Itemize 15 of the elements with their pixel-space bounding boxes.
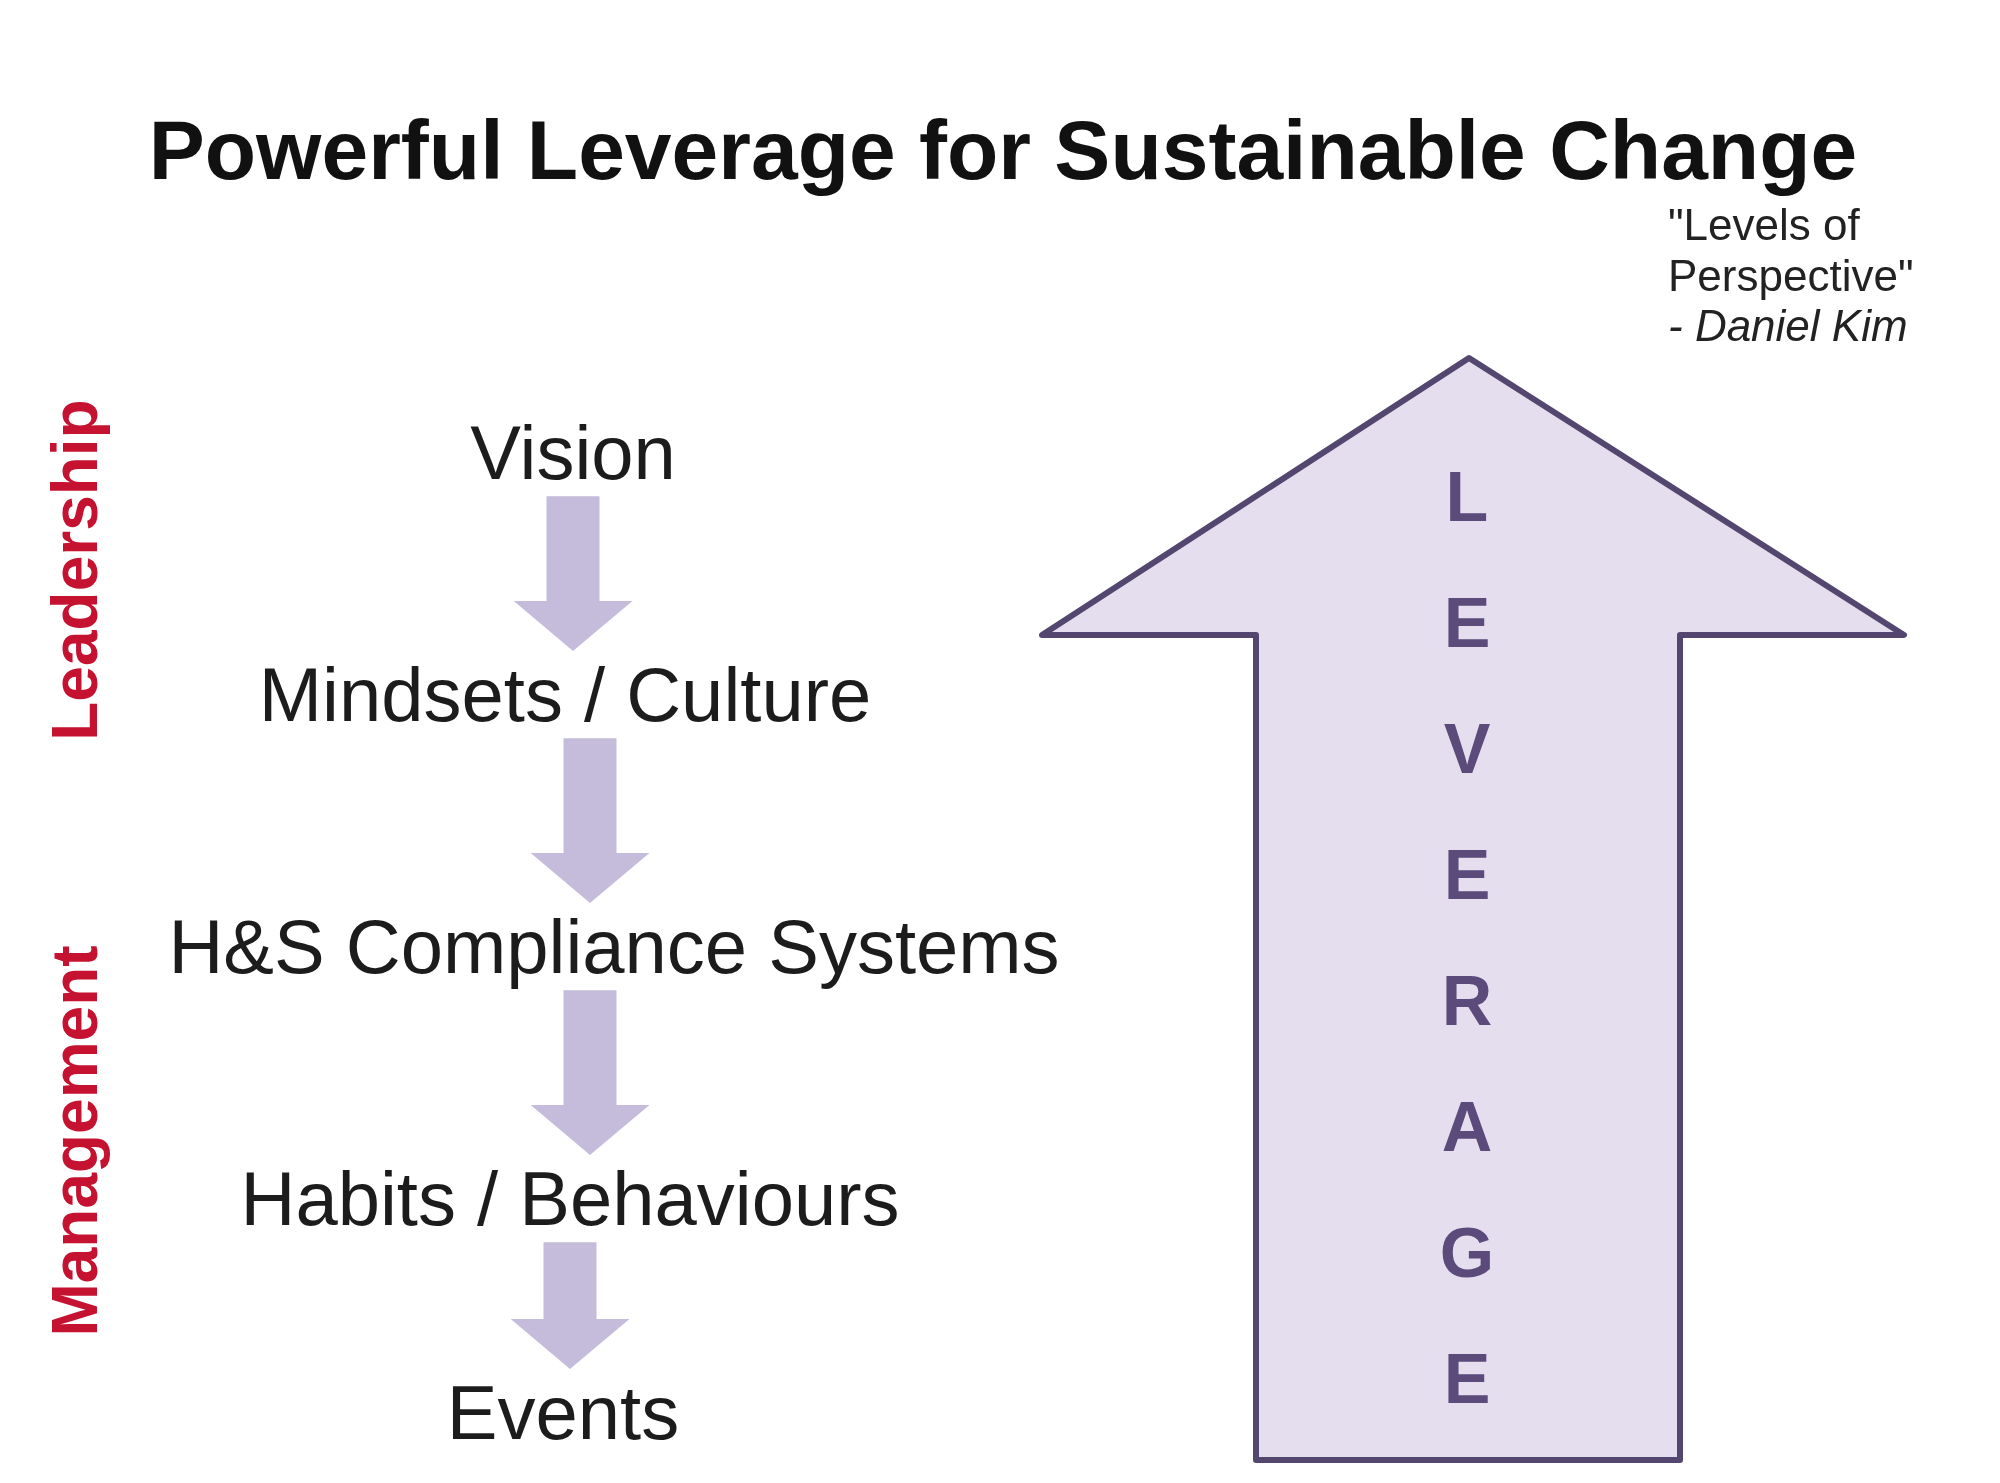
level-label: Mindsets / Culture — [258, 650, 872, 739]
title: Powerful Leverage for Sustainable Change — [148, 102, 1858, 199]
level-label: Habits / Behaviours — [240, 1154, 900, 1243]
level-label: H&S Compliance Systems — [168, 902, 1060, 991]
level-label: Vision — [470, 408, 676, 497]
block-arrow — [530, 738, 650, 903]
level-label: Events — [446, 1368, 680, 1457]
side-label: Leadership — [39, 399, 113, 741]
block-arrow — [513, 496, 633, 651]
side-label: Management — [39, 945, 113, 1337]
block-arrow — [530, 990, 650, 1155]
vertical-label: LEVERAGE — [1438, 457, 1496, 1420]
block-arrow — [510, 1242, 630, 1369]
quote-author: - Daniel Kim — [1668, 301, 1908, 352]
quote-text: "Levels of Perspective" — [1668, 200, 1915, 302]
